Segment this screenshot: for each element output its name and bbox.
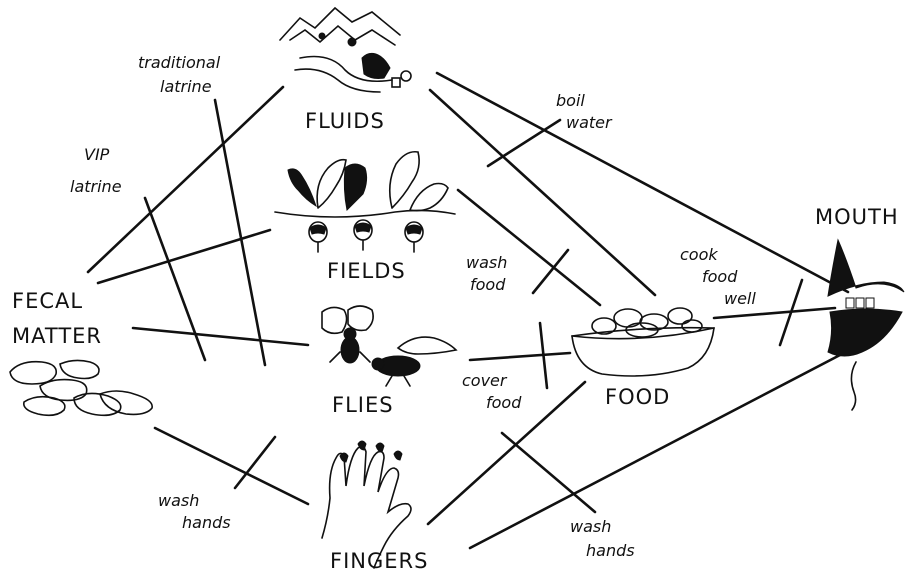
node-fluids: FLUIDS bbox=[305, 109, 385, 133]
mouth-icon bbox=[828, 240, 904, 410]
node-flies: FLIES bbox=[332, 393, 394, 417]
barrier-label: water bbox=[566, 113, 613, 132]
barrier-label: latrine bbox=[160, 77, 212, 96]
node-fecal-matter: MATTER bbox=[12, 324, 102, 348]
feces-icon bbox=[10, 360, 152, 415]
barrier-label: food bbox=[486, 393, 522, 412]
node-fecal-matter: FECAL bbox=[12, 289, 83, 313]
barrier-boil-water bbox=[488, 120, 560, 166]
barrier-vip-latrine bbox=[145, 198, 205, 360]
barrier-label: boil bbox=[556, 91, 585, 110]
barrier-label: latrine bbox=[70, 177, 122, 196]
barrier-label: wash bbox=[570, 517, 611, 536]
fly-icon bbox=[322, 306, 373, 363]
mountain-stream-icon bbox=[280, 8, 411, 92]
route-food-to-mouth bbox=[714, 308, 835, 318]
fly-icon bbox=[372, 337, 456, 386]
node-mouth: MOUTH bbox=[815, 205, 899, 229]
barrier-label: hands bbox=[586, 541, 635, 560]
route-fecal-to-flies bbox=[133, 328, 308, 345]
route-fluids-to-food bbox=[430, 90, 655, 295]
food-bowl-icon bbox=[572, 308, 714, 376]
barrier-label: well bbox=[724, 289, 756, 308]
barrier-lines bbox=[145, 100, 802, 512]
barrier-label: wash bbox=[466, 253, 507, 272]
barrier-label: food bbox=[470, 275, 506, 294]
beet-plants-icon bbox=[275, 152, 455, 252]
node-fields: FIELDS bbox=[327, 259, 406, 283]
node-food: FOOD bbox=[605, 385, 670, 409]
barrier-label: VIP bbox=[84, 145, 110, 164]
barrier-label: traditional bbox=[138, 53, 221, 72]
barrier-wash-hands-right bbox=[502, 433, 595, 512]
barrier-wash-hands-left bbox=[235, 437, 275, 488]
barrier-label: wash bbox=[158, 491, 199, 510]
transmission-routes bbox=[88, 73, 848, 548]
node-fingers: FINGERS bbox=[330, 549, 428, 573]
barrier-label: cook bbox=[680, 245, 718, 264]
barrier-label: food bbox=[702, 267, 738, 286]
route-flies-to-food bbox=[470, 353, 570, 360]
barrier-label: cover bbox=[462, 371, 508, 390]
barrier-label: hands bbox=[182, 513, 231, 532]
